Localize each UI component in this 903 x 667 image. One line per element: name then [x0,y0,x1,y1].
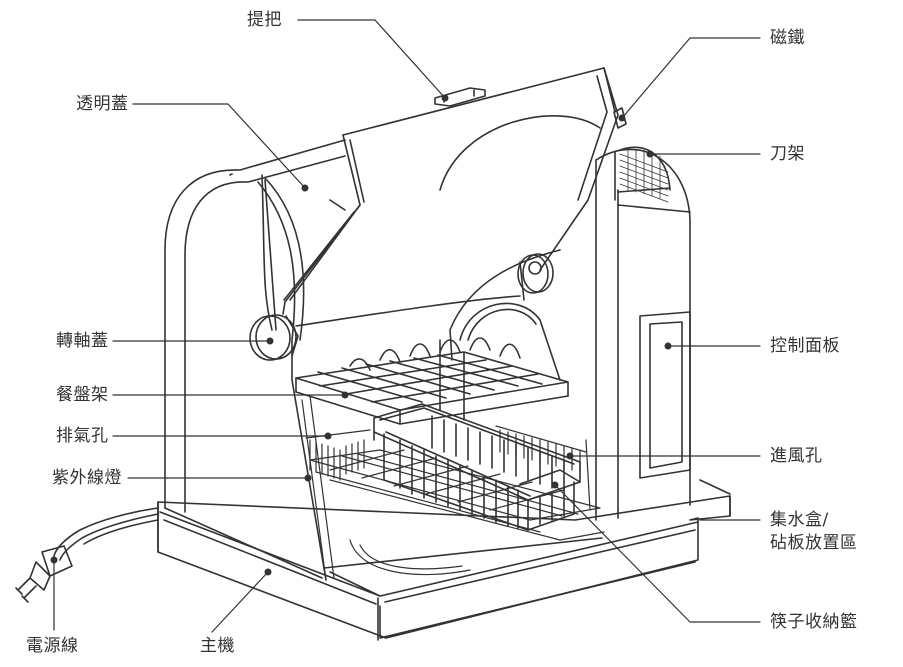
left-housing [164,139,346,581]
label-exhaust-vent: 排氣孔 [56,426,109,446]
transparent-cover [261,67,619,361]
label-handle: 提把 [247,10,282,30]
right-hinge [517,253,554,301]
label-dish-rack: 餐盤架 [56,385,109,405]
label-transparent-cover: 透明蓋 [76,94,129,114]
lower-rack [309,449,605,576]
power-cord [15,507,159,603]
leader-lines [53,19,761,633]
label-intake-vent: 進風孔 [770,446,823,466]
exhaust-vents [301,395,371,581]
left-hinge [249,314,299,361]
label-chopstick-basket: 筷子收納籃 [770,612,858,632]
base-tray [157,479,731,641]
label-water-tray-line1: 集水盒/ [770,510,829,530]
label-main-unit: 主機 [200,636,235,656]
label-rotating-cover: 轉軸蓋 [56,331,109,351]
right-housing [595,146,691,521]
label-power-cord: 電源線 [26,636,79,656]
magnet [613,107,627,129]
label-control-panel: 控制面板 [770,336,840,356]
label-water-tray-line2: 砧板放置區 [770,533,858,553]
chopstick-basket [373,403,581,531]
label-magnet: 磁鐵 [770,28,805,48]
leader-dots [50,94,672,576]
label-uv-lamp: 紫外線燈 [52,468,122,488]
dish-rack [295,302,569,425]
label-knife-rack: 刀架 [770,144,805,164]
label-water-tray: 集水盒/ 砧板放置區 [770,509,858,555]
intake-vents [495,425,591,511]
knife-rack-grid [619,149,669,203]
